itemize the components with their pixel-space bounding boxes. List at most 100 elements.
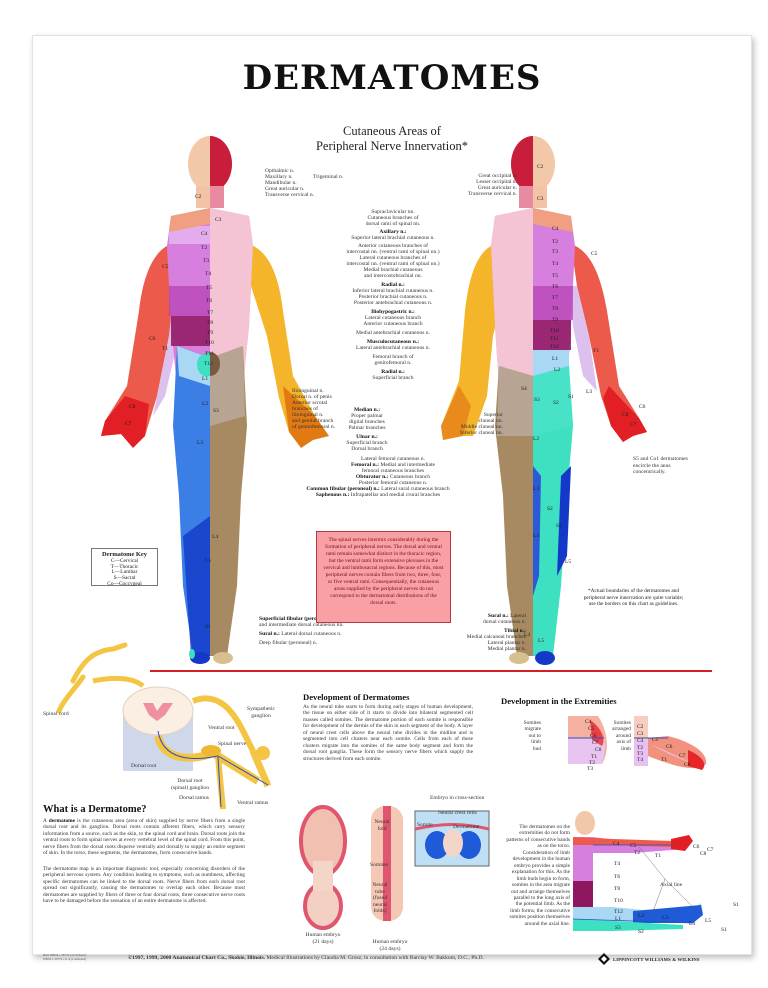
segment-label: T9 [207, 330, 214, 336]
segment-label: T10 [205, 340, 214, 346]
label-great-auricular: Great auricular n. [265, 186, 305, 192]
segment-label: C4 [552, 226, 559, 232]
label-ophthalmic: Opthalmic n. [265, 168, 295, 174]
label-s5-note: S5 and Co1 dermatomes encircle the anus … [633, 456, 688, 476]
segment-label: T4 [552, 261, 559, 267]
front-body-figure [101, 136, 329, 664]
segment-label: C4 [201, 231, 208, 237]
page-subtitle: Cutaneous Areas of Peripheral Nerve Inne… [315, 124, 469, 153]
spinal-cord-diagram [56, 642, 272, 810]
label-sural-front: Sural n.: Lateral dorsal cutaneous n. [259, 631, 342, 637]
segment-label: S3 [534, 397, 540, 403]
label-spinal-cord: Spinal cord [43, 711, 69, 717]
label-transverse-cervical: Transverse cervical n. [265, 192, 315, 198]
publisher-logo: LIPPINCOTT WILLIAMS & WILKINS [598, 953, 700, 965]
label-greater-occipital: Great occipital n. [478, 173, 517, 179]
label-ventral-root: Ventral root [208, 725, 235, 731]
segment-label: L3 [533, 486, 540, 492]
segment-label: S4 [521, 386, 527, 392]
segment-label: T10 [550, 328, 559, 334]
segment-label: C6 [639, 404, 646, 410]
segment-label: L4 [524, 632, 531, 638]
development-paragraph: As the neural tube starts to form during… [303, 704, 473, 762]
segment-label: T6 [552, 284, 559, 290]
segment-label: T2 [201, 245, 208, 251]
segment-label: L3 [586, 389, 593, 395]
segment-label: T11 [550, 336, 559, 342]
segment-label: T9 [552, 317, 559, 323]
segment-label: T5 [552, 273, 559, 279]
segment-label: L4 [212, 534, 219, 540]
segment-label: T12 [550, 344, 559, 350]
label-dorsal-ramus: Dorsal ramus [179, 795, 209, 801]
label-embryo-21: Human embryo(21 days) [305, 932, 341, 945]
segment-label: T12 [204, 361, 213, 367]
label-mandibular: Mandibular n. [265, 180, 297, 186]
extremities-heading: Development in the Extremities [501, 696, 617, 706]
label-embryo-24: Human embryo(24 days) [372, 939, 408, 952]
extremities-paragraph: The dermatomes on the extremities do not… [506, 824, 570, 927]
label-cross-section: Embryo in cross-section [430, 795, 485, 801]
segment-label: C5 [591, 251, 598, 257]
what-is-heading: What is a Dermatome? [43, 804, 147, 815]
page-title: DERMATOMES [242, 58, 542, 98]
segment-label: C7 [630, 422, 637, 428]
segment-label: T8 [207, 320, 214, 326]
segment-label: L1 [202, 376, 209, 382]
label-somites: Somites [370, 862, 389, 868]
embryo-illustrations [299, 805, 490, 930]
back-body-figure [441, 136, 647, 665]
segment-label: C2 [537, 164, 544, 170]
segment-label: L5 [538, 638, 545, 644]
segment-label: T7 [207, 310, 214, 316]
segment-label: T11 [205, 351, 214, 357]
segment-label: L2 [554, 367, 561, 373]
segment-label: T4 [205, 271, 212, 277]
boundaries-footnote: *Actual boundaries of the dermatomes and… [583, 588, 684, 607]
segment-label: S1 [568, 394, 574, 400]
section-divider [150, 670, 712, 672]
label-spinal-nerve: Spinal nerve [218, 741, 247, 747]
label-ventral-ramus: Ventral ramus [237, 800, 269, 806]
segment-label: C2 [195, 194, 202, 200]
segment-label: C7 [125, 421, 132, 427]
segment-label: T1 [593, 348, 600, 354]
segment-label: T5 [206, 285, 213, 291]
label-dorsal-root-ganglion: Dorsal root(spinal) ganglion [170, 778, 210, 791]
development-heading: Development of Dermatomes [303, 692, 410, 702]
segment-label: C5 [162, 264, 169, 270]
dermatome-key: Dermatome Key C—Cervical T—Thoracic L—Lu… [91, 548, 158, 587]
segment-label: L2 [202, 401, 209, 407]
label-somite: Somite [417, 822, 433, 828]
label-deep-fibular: Deep fibular (peroneal) n. [259, 640, 318, 646]
segment-label: T8 [552, 306, 559, 312]
label-great-auricular-back: Great auricular n. [477, 185, 517, 191]
segment-label: L2 [533, 436, 540, 442]
segment-label: T6 [206, 298, 213, 304]
segment-label: C3 [537, 196, 544, 202]
segment-label: S2 [553, 400, 559, 406]
segment-label: L5 [565, 559, 572, 565]
segment-label: C8 [622, 412, 629, 418]
label-transverse-cervical-back: Transverse cervical n. [467, 191, 517, 197]
segment-label: L5 [205, 558, 212, 564]
plexus-callout-box: The spinal nerves intermix considerably … [316, 531, 451, 623]
publisher-diamond-icon [598, 953, 610, 965]
segment-label: L3 [197, 440, 204, 446]
label-axial-line: Axial line [660, 882, 683, 888]
label-maxillary: Maxillary n. [265, 174, 293, 180]
label-sural-back: Sural n.: Lateral [487, 613, 526, 619]
label-dermatome: Dermatome [453, 824, 480, 830]
segment-label: C3 [215, 217, 222, 223]
isbn-info: 9022 ISBN# 1-58779-112-8 (Paper)ISBN# 1-… [43, 953, 87, 961]
limb-bud-diagrams [568, 716, 707, 770]
segment-label: C8 [129, 404, 136, 410]
segment-label: S2 [547, 506, 553, 512]
copyright-credits: ©1997, 1999, 2000 Anatomical Chart Co., … [128, 955, 484, 961]
label-neural-crest: Neural crest cells [438, 810, 477, 816]
